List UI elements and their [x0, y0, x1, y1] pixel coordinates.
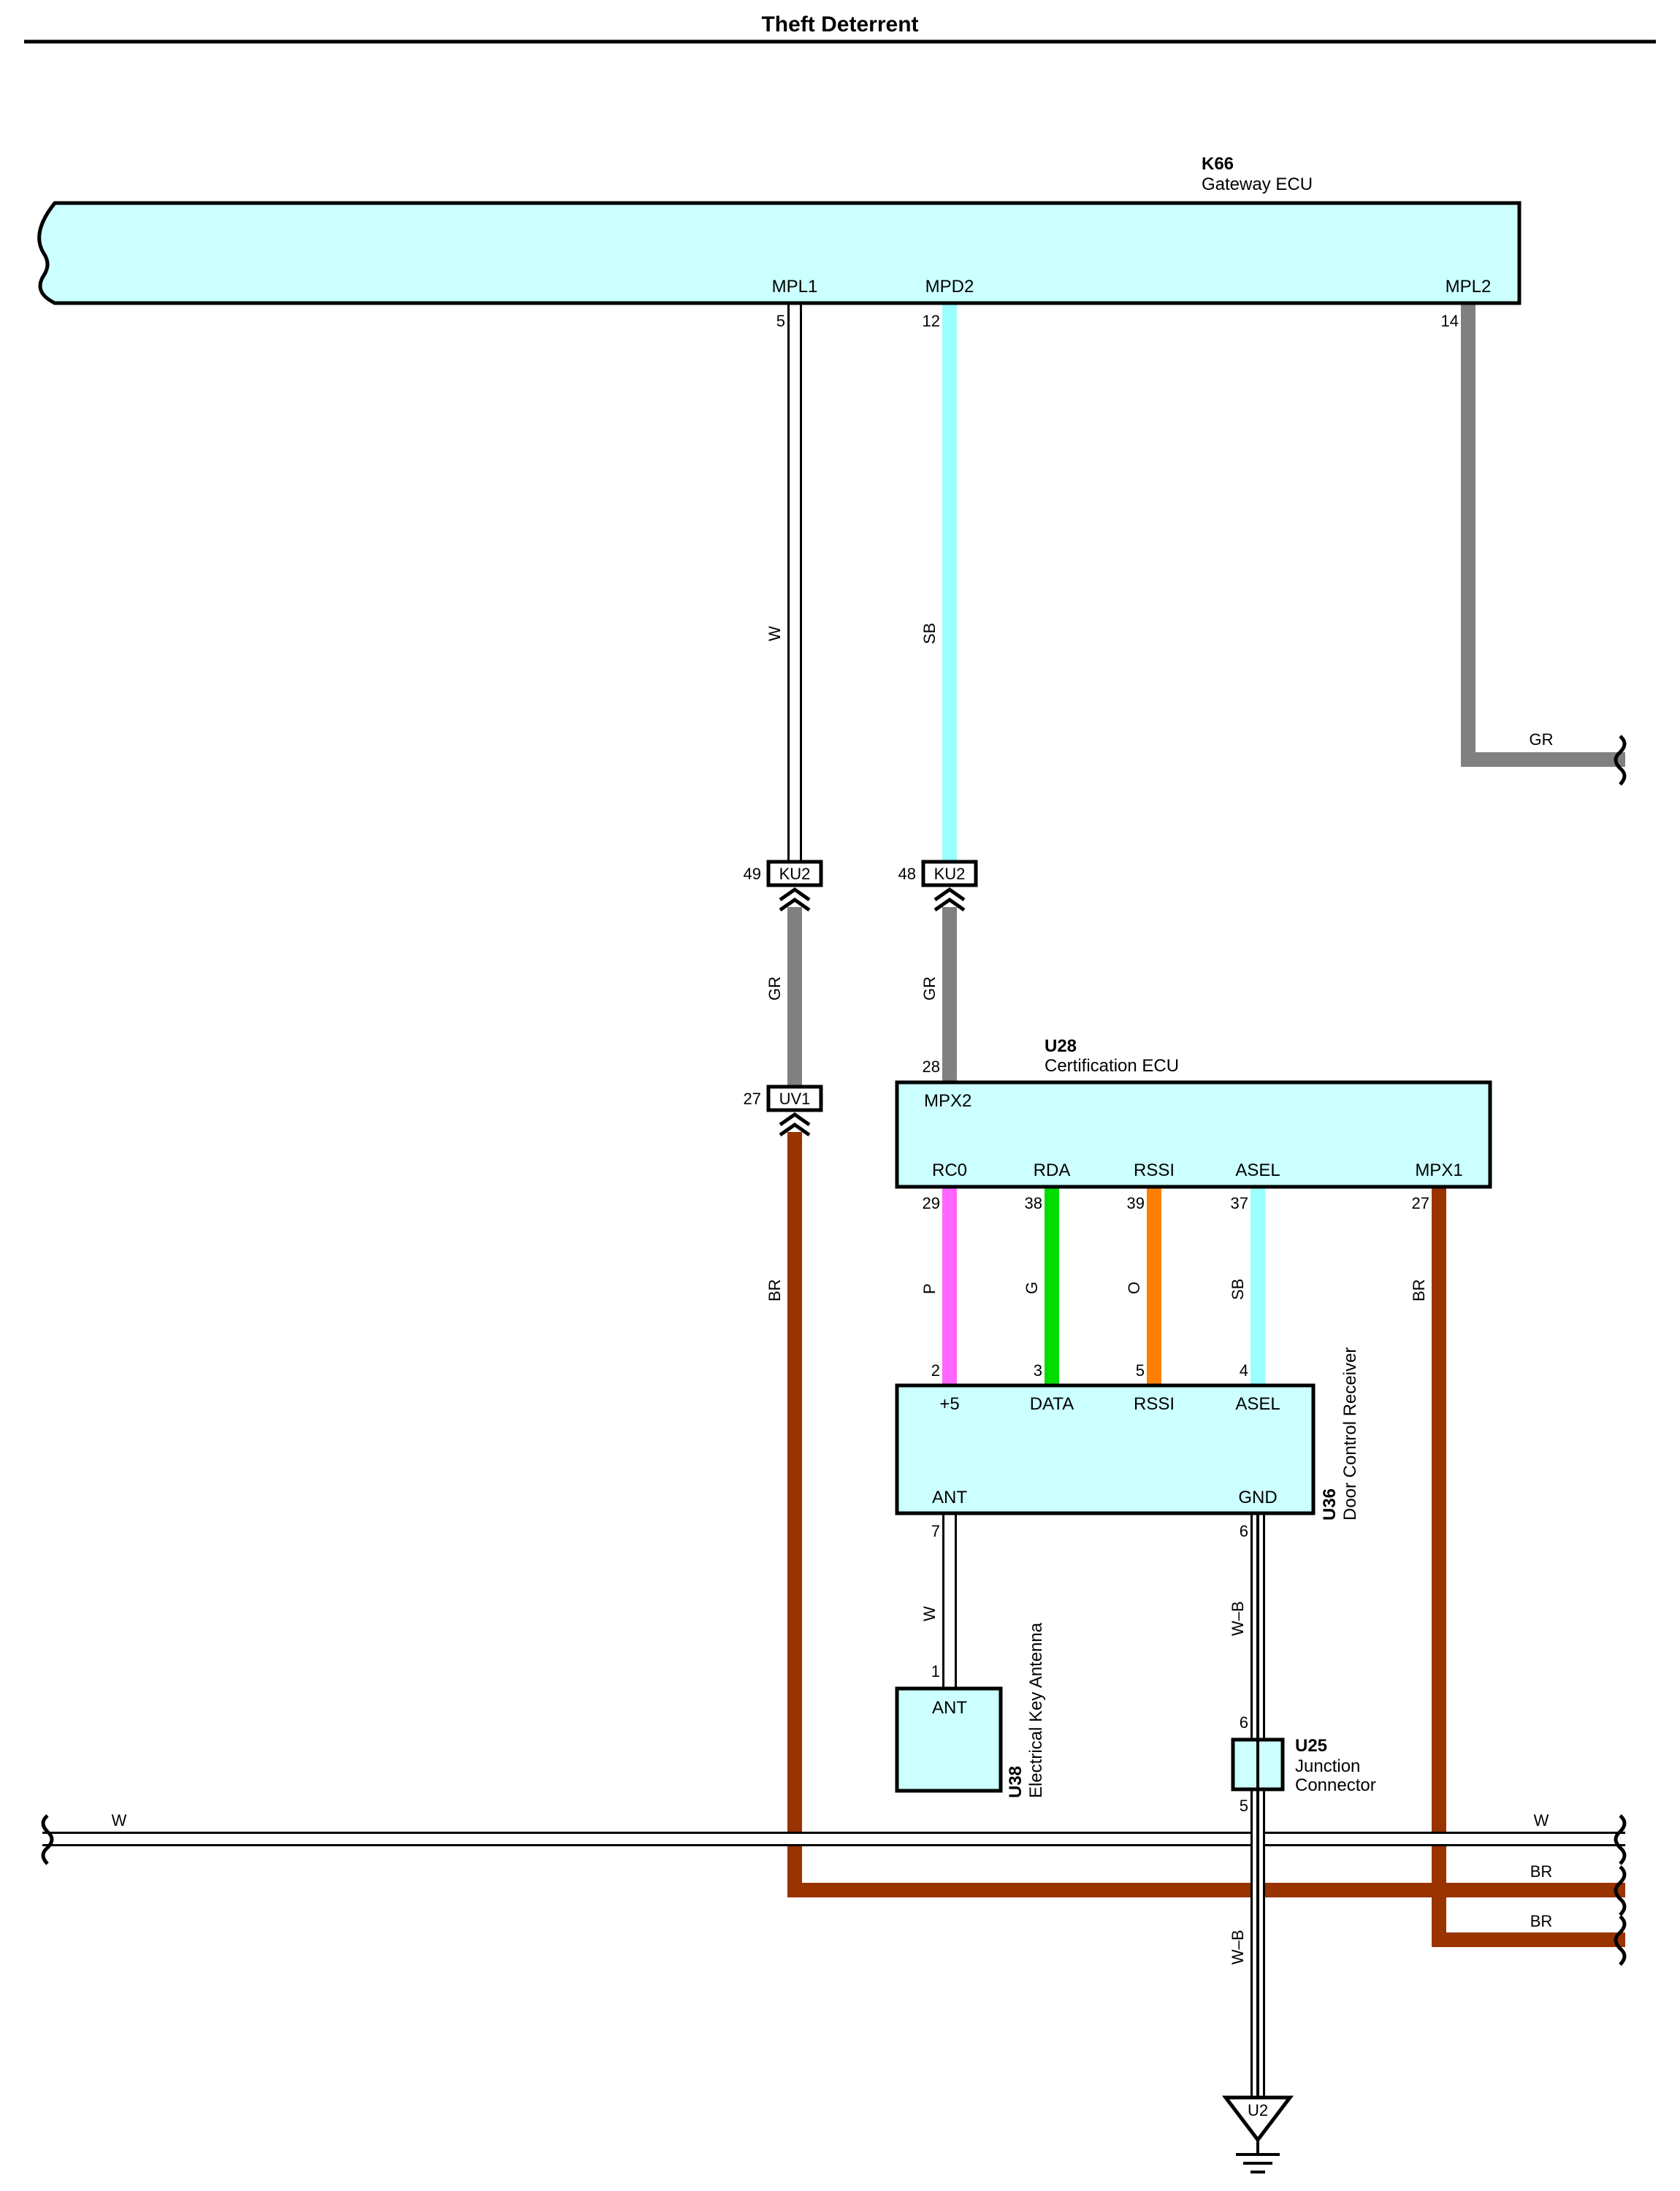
- ku2-b-id: KU2: [934, 865, 966, 883]
- u36-pin-ant: ANT: [932, 1488, 967, 1507]
- ku2-b-pin: 48: [898, 865, 916, 883]
- break-mark-br2: [1614, 1915, 1627, 1966]
- u36-pin-p5: +5: [939, 1394, 959, 1414]
- u28-certification-ecu: U28 Certification ECU MPX2 RC0 RDA RSSI …: [895, 1036, 1492, 1189]
- wire-label-asel: SB: [1229, 1279, 1247, 1300]
- u25-name-line2: Connector: [1295, 1775, 1376, 1795]
- wire-label-mpl2: GR: [1530, 730, 1554, 749]
- wire-mpl2: [1461, 303, 1625, 767]
- u25-junction-connector: U25 Junction Connector: [1231, 1736, 1376, 1795]
- u28-pin-rc0: RC0: [932, 1160, 967, 1180]
- ku2-a-pin: 49: [744, 865, 761, 883]
- u38-electrical-key-antenna: ANT U38 Electrical Key Antenna: [895, 1622, 1046, 1798]
- wire-label-mpx1: BR: [1410, 1279, 1428, 1301]
- wire-label-ku2b-mpx2: GR: [920, 976, 939, 1001]
- ku2-connector-48: KU2 48: [898, 860, 978, 912]
- u36-id: U36: [1320, 1488, 1340, 1521]
- u38-pinnum-ant: 1: [931, 1662, 940, 1680]
- u28-pinnum-rda: 38: [1025, 1194, 1042, 1212]
- wire-label-uv1-down: BR: [765, 1279, 784, 1301]
- break-mark-br1: [1614, 1865, 1627, 1916]
- u36-pin-data: DATA: [1030, 1394, 1074, 1414]
- wire-label-ku2a-uv1: GR: [765, 976, 784, 1001]
- u28-pinnum-mpx2: 28: [923, 1058, 940, 1076]
- wire-label-bus-br2: BR: [1530, 1912, 1553, 1930]
- u36-pinnum-p5: 2: [931, 1361, 940, 1380]
- k66-pin-mpd2: MPD2: [925, 277, 974, 297]
- ku2-connector-49: KU2 49: [744, 860, 823, 912]
- u36-pin-gnd: GND: [1238, 1488, 1277, 1507]
- u36-pinnum-data: 3: [1034, 1361, 1042, 1380]
- uv1-connector: UV1 27: [744, 1085, 823, 1137]
- u28-pin-rda: RDA: [1034, 1160, 1071, 1180]
- u28-pinnum-mpx1: 27: [1412, 1194, 1429, 1212]
- wire-mpx1-br: [1432, 1187, 1625, 1947]
- k66-pinnum-mpl2: 14: [1441, 312, 1459, 330]
- u28-box: [895, 1080, 1492, 1189]
- wire-label-gnd-bottom: W–B: [1229, 1930, 1247, 1965]
- u38-name: Electrical Key Antenna: [1026, 1622, 1046, 1798]
- u28-pinnum-asel: 37: [1231, 1194, 1248, 1212]
- k66-pin-mpl1: MPL1: [772, 277, 818, 297]
- k66-pinnum-mpd2: 12: [923, 312, 940, 330]
- wire-label-gnd-top: W–B: [1229, 1601, 1247, 1636]
- u36-pin-asel: ASEL: [1235, 1394, 1280, 1414]
- break-mark-gr: [1614, 735, 1627, 786]
- u28-name: Certification ECU: [1045, 1056, 1179, 1076]
- break-mark-w-left: [41, 1814, 54, 1865]
- page-title: Theft Deterrent: [761, 12, 918, 37]
- uv1-id: UV1: [779, 1090, 811, 1108]
- k66-box: [37, 201, 1521, 305]
- u25-pinnum-top: 6: [1240, 1713, 1248, 1732]
- wire-label-rda: G: [1023, 1282, 1041, 1294]
- u36-pinnum-rssi: 5: [1136, 1361, 1145, 1380]
- ku2-a-id: KU2: [779, 865, 811, 883]
- u36-pin-rssi: RSSI: [1134, 1394, 1175, 1414]
- u2-ground: U2: [1221, 2095, 1294, 2173]
- wire-label-ant: W: [920, 1606, 939, 1621]
- u2-triangle: [1221, 2095, 1294, 2144]
- u36-name: Door Control Receiver: [1340, 1347, 1360, 1521]
- u28-pin-mpx1: MPX1: [1415, 1160, 1462, 1180]
- u36-pinnum-ant: 7: [931, 1522, 940, 1540]
- u36-door-control-receiver: +5 DATA RSSI ASEL ANT GND U36 Door Contr…: [895, 1347, 1360, 1521]
- wire-label-rc0: P: [920, 1283, 939, 1294]
- u28-id: U28: [1045, 1036, 1077, 1056]
- u25-pinnum-bottom: 5: [1240, 1797, 1248, 1815]
- wire-label-bus-br1: BR: [1530, 1862, 1553, 1881]
- u25-id: U25: [1295, 1736, 1327, 1756]
- u38-pin-ant: ANT: [932, 1698, 967, 1718]
- u28-pinnum-rc0: 29: [923, 1194, 940, 1212]
- k66-id: K66: [1202, 154, 1234, 174]
- u28-pinnum-rssi: 39: [1127, 1194, 1145, 1212]
- wire-label-mpl1: W: [765, 626, 784, 641]
- wire-label-rssi: O: [1125, 1282, 1143, 1294]
- wire-label-mpd2: SB: [920, 623, 939, 644]
- k66-pin-mpl2: MPL2: [1446, 277, 1492, 297]
- u2-id: U2: [1248, 2101, 1268, 2119]
- uv1-pin: 27: [744, 1090, 761, 1108]
- k66-gateway-ecu: K66 Gateway ECU MPL1 MPD2 MPL2: [37, 154, 1521, 305]
- break-mark-w-right: [1614, 1814, 1627, 1865]
- u38-id: U38: [1006, 1766, 1026, 1798]
- u28-pin-mpx2: MPX2: [924, 1091, 971, 1111]
- wire-label-bus-w-right: W: [1534, 1811, 1549, 1829]
- u36-pinnum-gnd: 6: [1240, 1522, 1248, 1540]
- wire-label-bus-w-left: W: [112, 1811, 127, 1829]
- u28-pin-rssi: RSSI: [1134, 1160, 1175, 1180]
- wire-uv1-br: [787, 1132, 1625, 1897]
- u25-name-line1: Junction: [1295, 1756, 1360, 1776]
- k66-name: Gateway ECU: [1202, 175, 1313, 194]
- u38-box: [895, 1686, 1003, 1793]
- u28-pin-asel: ASEL: [1235, 1160, 1280, 1180]
- u36-pinnum-asel: 4: [1240, 1361, 1248, 1380]
- u36-box: [895, 1383, 1316, 1515]
- k66-pinnum-mpl1: 5: [776, 312, 785, 330]
